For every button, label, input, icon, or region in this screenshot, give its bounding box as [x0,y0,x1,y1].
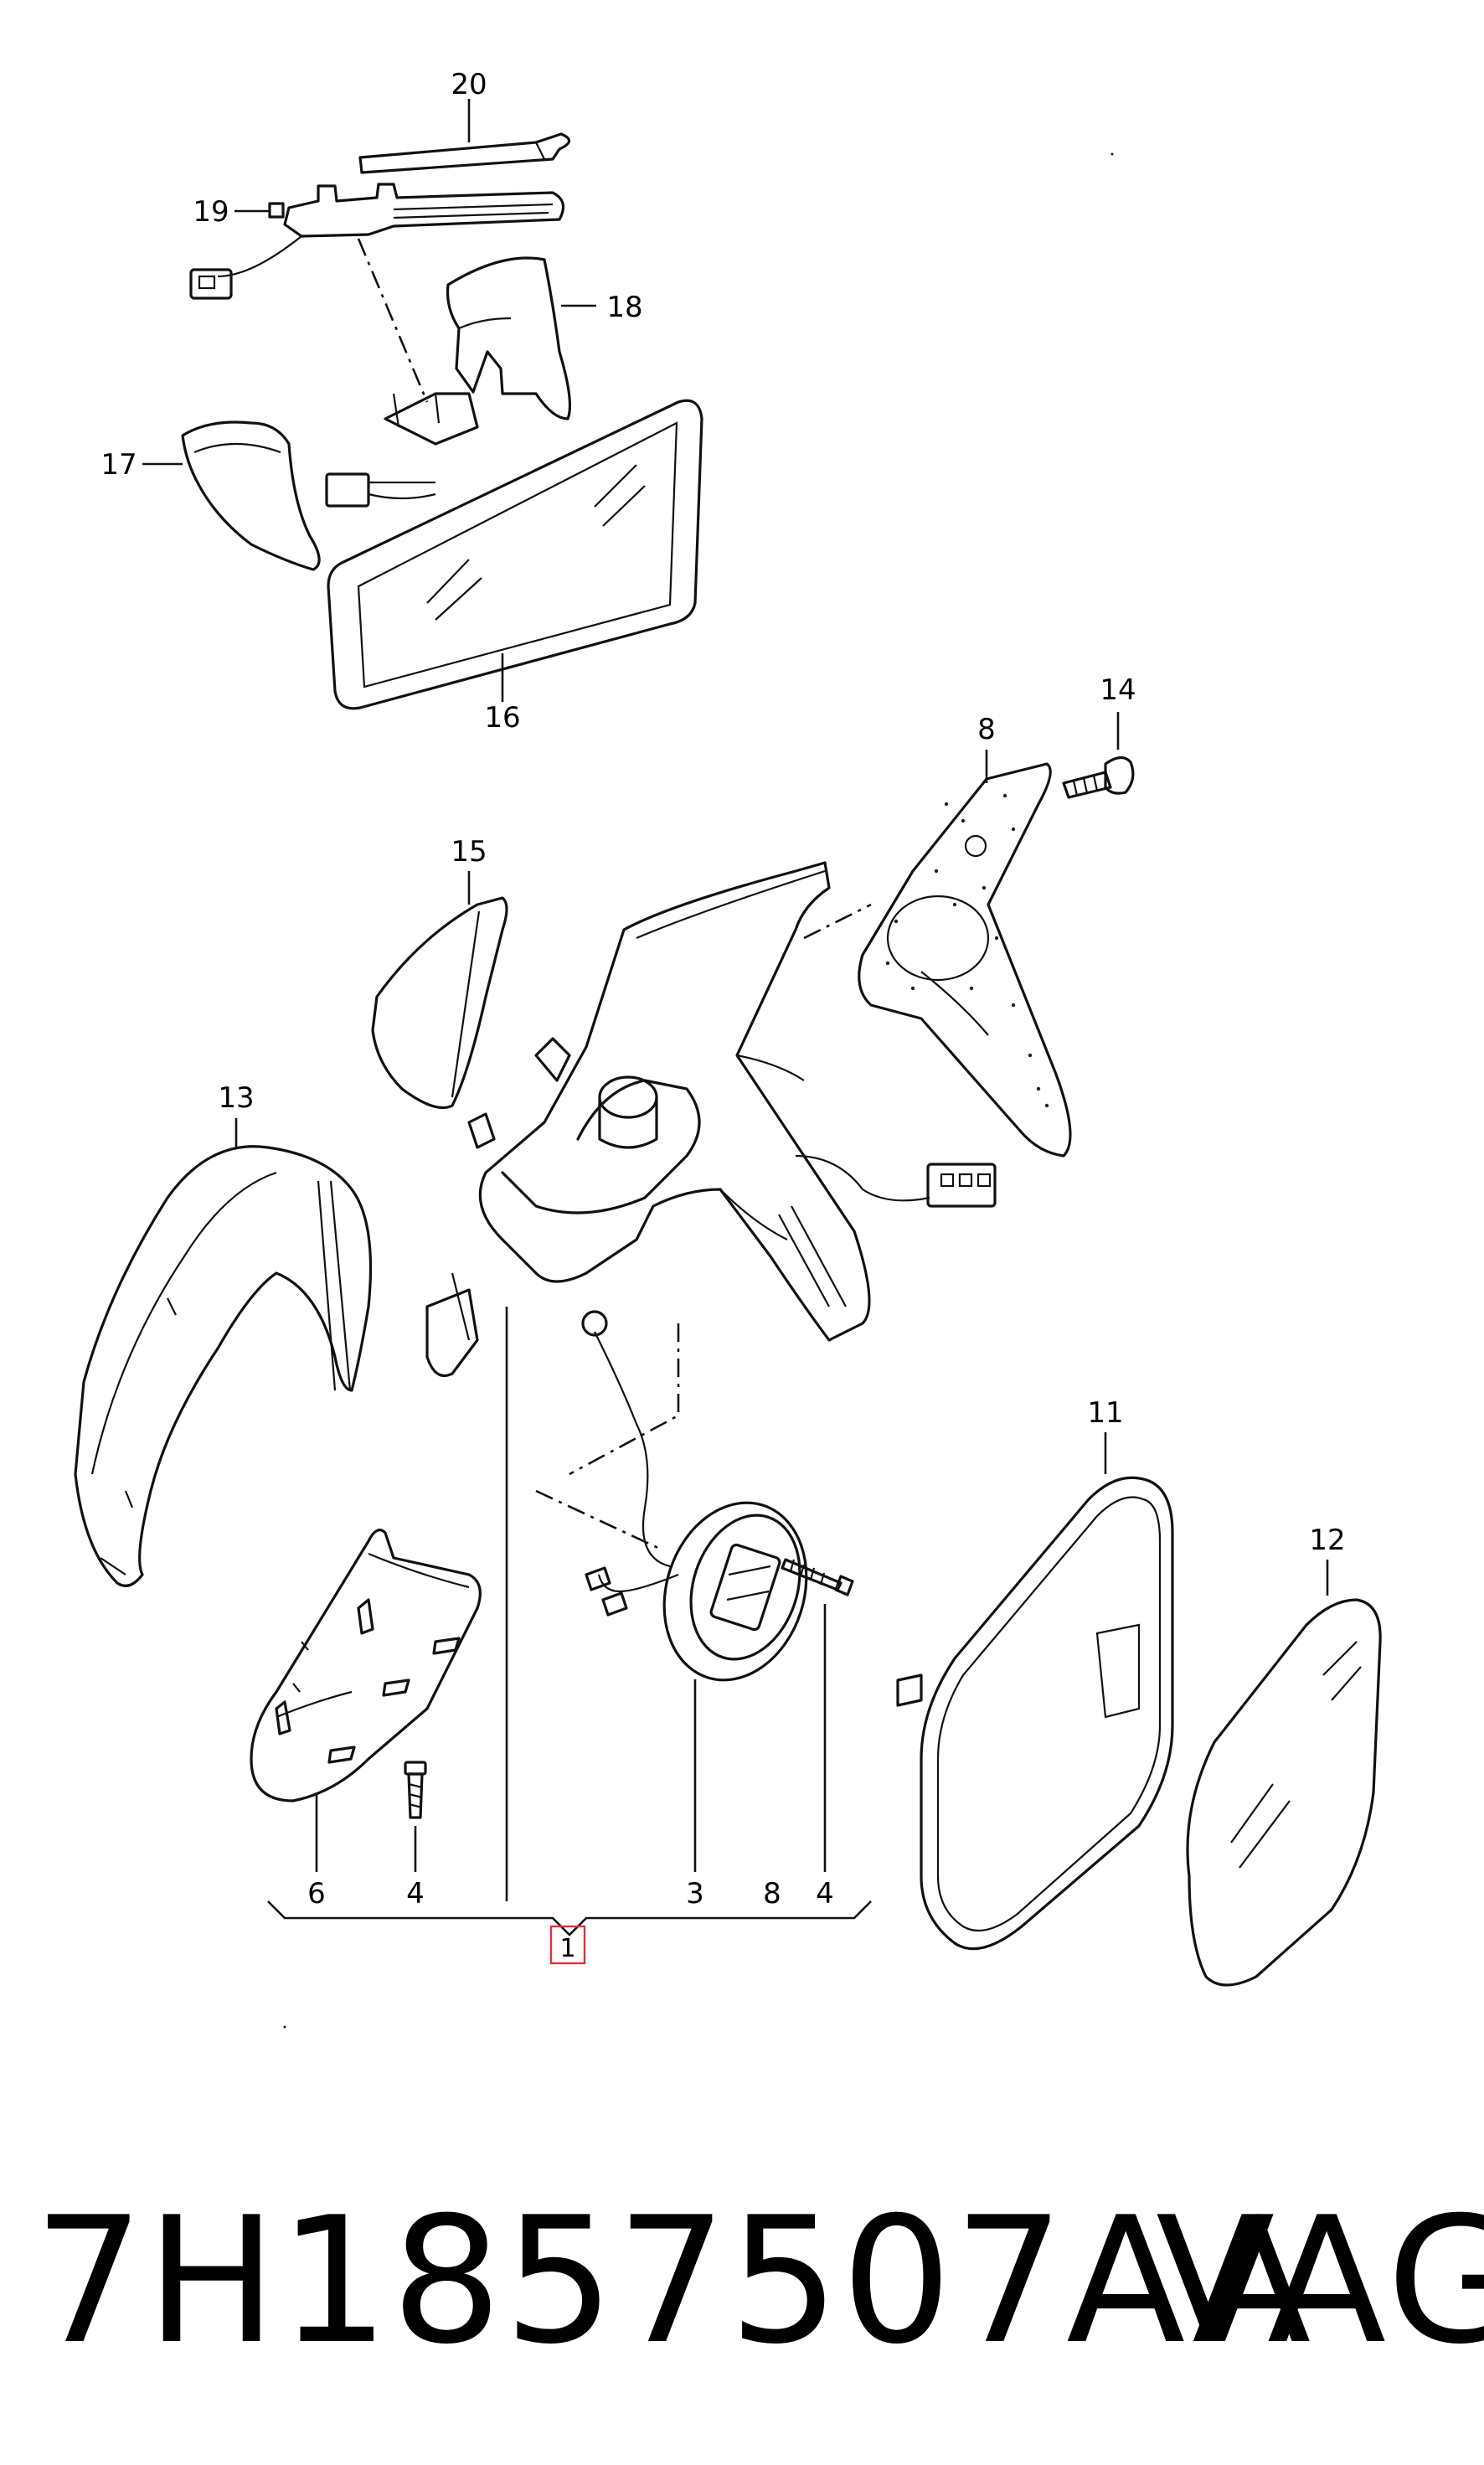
assembly-line-19-16 [357,238,429,403]
part-19-bracket [189,183,565,300]
assembly-line-center-b [569,1323,680,1476]
callout-19: 19 [193,195,229,229]
callout-8-top: 8 [977,713,996,746]
callout-12: 12 [1309,1524,1345,1557]
part-4-screw-right [781,1558,854,1596]
callout-13: 13 [218,1081,254,1115]
callout-11: 11 [1087,1396,1123,1430]
callout-16: 16 [484,701,520,735]
part-14-bolt [1062,755,1135,799]
speck-b [283,2025,286,2029]
mirror-housing-base [425,861,997,1378]
callout-8-bottom: 8 [763,1877,781,1911]
callout-17: 17 [100,448,137,482]
part-6-lower-cap [250,1529,482,1802]
part-20-trim-strip [358,132,571,174]
callout-14: 14 [1100,673,1136,707]
brand-label: VAG [1156,2180,1484,2383]
part-4-screw-left [404,1761,427,1819]
callout-15: 15 [451,835,487,869]
callout-4-left: 4 [406,1877,425,1911]
part-17-cover-shell [181,420,436,571]
part-12-mirror-glass [1186,1598,1382,1987]
assembly-line-housing-8 [803,903,872,940]
callout-4-right: 4 [816,1877,834,1911]
speck-a [1110,152,1114,156]
highlight-box-1 [549,1925,586,1965]
part-8-backing-plate [858,762,1072,1158]
assembly-line-center-a [535,1489,662,1551]
group-bracket-1 [267,1900,872,1936]
callout-1: 1 [559,1934,575,1963]
callout-20: 20 [451,68,487,101]
part-number-label: 7H1857507AA [33,2180,1313,2383]
callout-6: 6 [307,1877,326,1911]
part-19-clip [268,202,285,219]
callout-3: 3 [686,1877,704,1911]
part-13-housing-cover [74,1145,373,1587]
part-3-adjustment-motor [581,1310,808,1682]
callout-18: 18 [606,291,642,324]
part-15-cap-trim [371,896,508,1110]
part-16-interior-mirror [327,392,703,710]
part-11-glass-frame [896,1476,1174,1951]
part-18-cover-shell [446,256,572,420]
